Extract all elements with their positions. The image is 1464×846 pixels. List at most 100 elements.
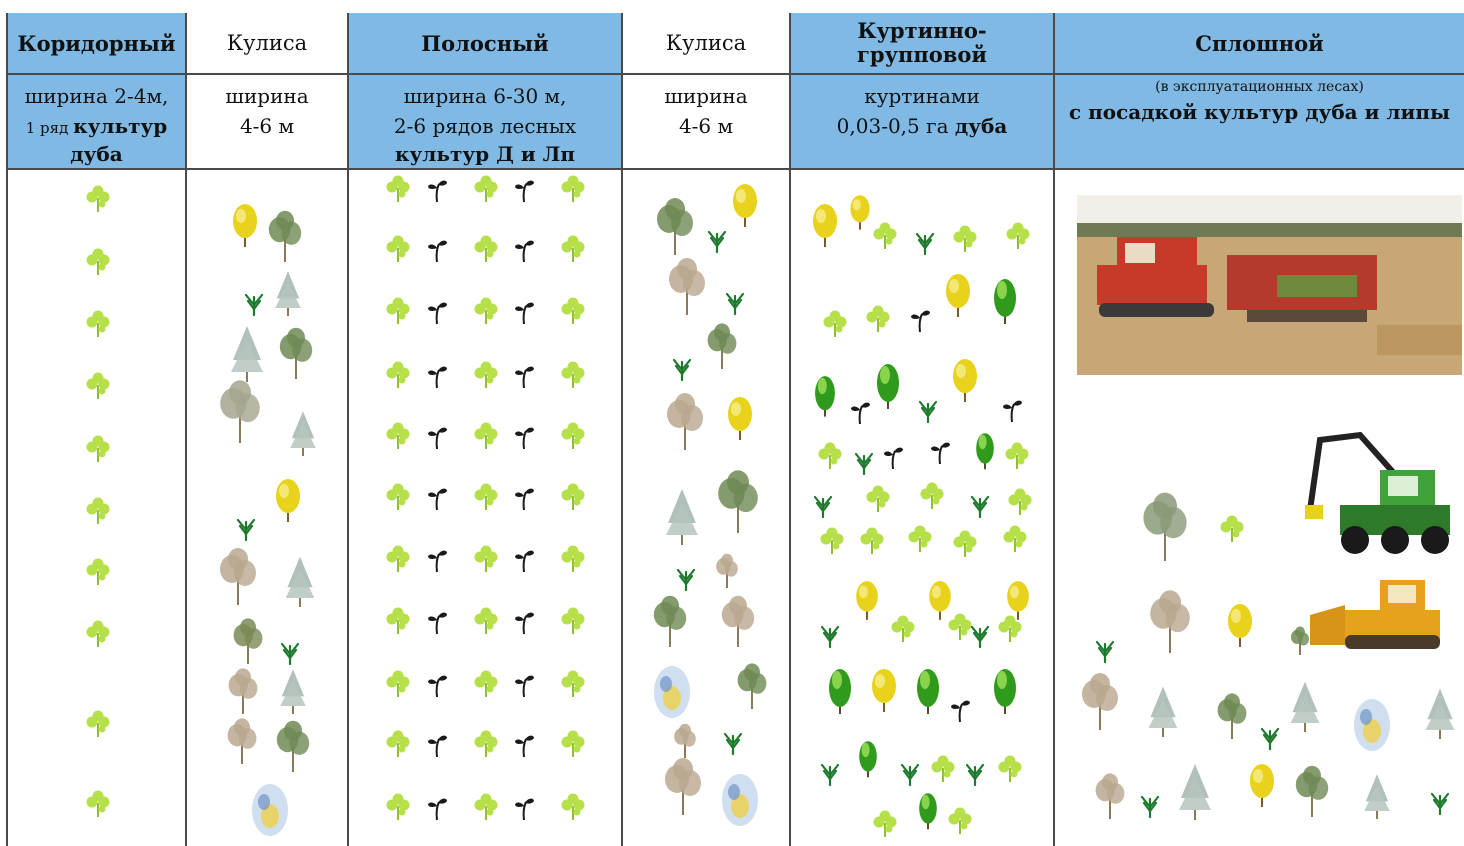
linden-seedling-icon <box>428 367 447 388</box>
linden-seedling-icon <box>428 551 447 572</box>
linden-seedling-icon <box>515 551 534 572</box>
conifer-seedling-icon <box>972 627 988 647</box>
yellow-tree-icon <box>1250 764 1274 807</box>
oak-seedling-icon <box>874 811 897 838</box>
oak-seedling-icon <box>867 306 890 333</box>
spruce-tree-icon <box>290 411 316 456</box>
oak-seedling-icon <box>475 608 498 635</box>
oak-seedling-icon <box>874 223 897 250</box>
linden-seedling-icon <box>931 443 950 464</box>
oak-seedling-icon <box>562 423 585 450</box>
grey-tree-icon <box>654 596 686 647</box>
oak-seedling-icon <box>475 176 498 203</box>
grey-tree-icon <box>280 328 312 379</box>
oak-seedling-icon <box>475 546 498 573</box>
oak-seedling-icon <box>562 671 585 698</box>
conifer-seedling-icon <box>727 294 743 314</box>
yellow-tree-icon <box>813 204 837 247</box>
conifer-seedling-icon <box>972 497 988 517</box>
conifer-seedling-icon <box>856 454 872 474</box>
linden-seedling-icon <box>515 303 534 324</box>
oak-seedling-icon <box>475 484 498 511</box>
blue-bush-icon <box>654 666 690 718</box>
yellow-tree-icon <box>929 581 951 620</box>
conifer-seedling-icon <box>902 765 918 785</box>
oak-seedling-icon <box>87 249 110 276</box>
oak-seedling-icon <box>821 528 844 555</box>
conifer-seedling-icon <box>967 765 983 785</box>
oak-seedling-icon <box>921 483 944 510</box>
green-tree-icon <box>877 364 899 409</box>
linden-seedling-icon <box>911 311 930 332</box>
green-tree-icon <box>829 669 851 714</box>
linden-seedling-icon <box>428 181 447 202</box>
grey-tree-icon <box>716 554 738 588</box>
grey-tree-icon <box>1296 766 1328 817</box>
grey-tree-icon <box>718 470 758 533</box>
grey-tree-icon <box>669 258 705 315</box>
oak-seedling-icon <box>475 671 498 698</box>
yellow-tree-icon <box>953 359 977 402</box>
conifer-seedling-icon <box>674 360 690 380</box>
green-tree-icon <box>917 669 939 714</box>
spruce-tree-icon <box>1291 682 1320 732</box>
blue-bush-icon <box>252 784 288 836</box>
bulldozer-icon <box>1310 580 1440 649</box>
grey-tree-icon <box>657 198 693 255</box>
oak-seedling-icon <box>475 236 498 263</box>
oak-seedling-icon <box>1006 443 1029 470</box>
spruce-tree-icon <box>275 271 301 316</box>
oak-seedling-icon <box>475 794 498 821</box>
blue-bush-icon <box>722 774 758 826</box>
conifer-seedling-icon <box>1097 642 1113 662</box>
oak-seedling-icon <box>387 546 410 573</box>
grey-tree-icon <box>269 211 301 262</box>
oak-seedling-icon <box>87 559 110 586</box>
grey-tree-icon <box>1082 673 1118 730</box>
grey-tree-icon <box>722 596 754 647</box>
yellow-tree-icon <box>233 204 257 247</box>
grey-tree-icon <box>277 721 309 772</box>
conifer-seedling-icon <box>917 234 933 254</box>
conifer-seedling-icon <box>282 644 298 664</box>
yellow-tree-icon <box>872 669 896 712</box>
oak-seedling-icon <box>909 526 932 553</box>
spruce-tree-icon <box>1364 774 1390 819</box>
oak-seedling-icon <box>562 298 585 325</box>
grey-tree-icon <box>220 380 260 443</box>
oak-seedling-icon <box>387 608 410 635</box>
oak-seedling-icon <box>562 608 585 635</box>
grey-tree-icon <box>1143 493 1186 561</box>
oak-seedling-icon <box>562 362 585 389</box>
planting-scheme-icons <box>6 13 1464 846</box>
conifer-seedling-icon <box>815 497 831 517</box>
linden-seedling-icon <box>515 489 534 510</box>
oak-seedling-icon <box>562 546 585 573</box>
linden-seedling-icon <box>428 303 447 324</box>
linden-seedling-icon <box>428 489 447 510</box>
grey-tree-icon <box>1291 627 1309 656</box>
linden-seedling-icon <box>428 676 447 697</box>
spruce-tree-icon <box>1179 764 1211 820</box>
oak-seedling-icon <box>954 226 977 253</box>
oak-seedling-icon <box>562 176 585 203</box>
oak-seedling-icon <box>87 498 110 525</box>
conifer-seedling-icon <box>822 627 838 647</box>
linden-seedling-icon <box>428 799 447 820</box>
oak-seedling-icon <box>87 621 110 648</box>
conifer-seedling-icon <box>678 570 694 590</box>
oak-seedling-icon <box>562 731 585 758</box>
oak-seedling-icon <box>387 362 410 389</box>
spruce-tree-icon <box>666 489 698 545</box>
oak-seedling-icon <box>892 616 915 643</box>
linden-seedling-icon <box>428 428 447 449</box>
spruce-tree-icon <box>280 669 306 714</box>
oak-seedling-icon <box>949 808 972 835</box>
blue-bush-icon <box>1354 699 1390 751</box>
yellow-tree-icon <box>1007 581 1029 620</box>
linden-seedling-icon <box>428 241 447 262</box>
conifer-seedling-icon <box>920 402 936 422</box>
linden-seedling-icon <box>515 181 534 202</box>
oak-seedling-icon <box>1221 516 1244 543</box>
grey-tree-icon <box>1218 693 1247 739</box>
